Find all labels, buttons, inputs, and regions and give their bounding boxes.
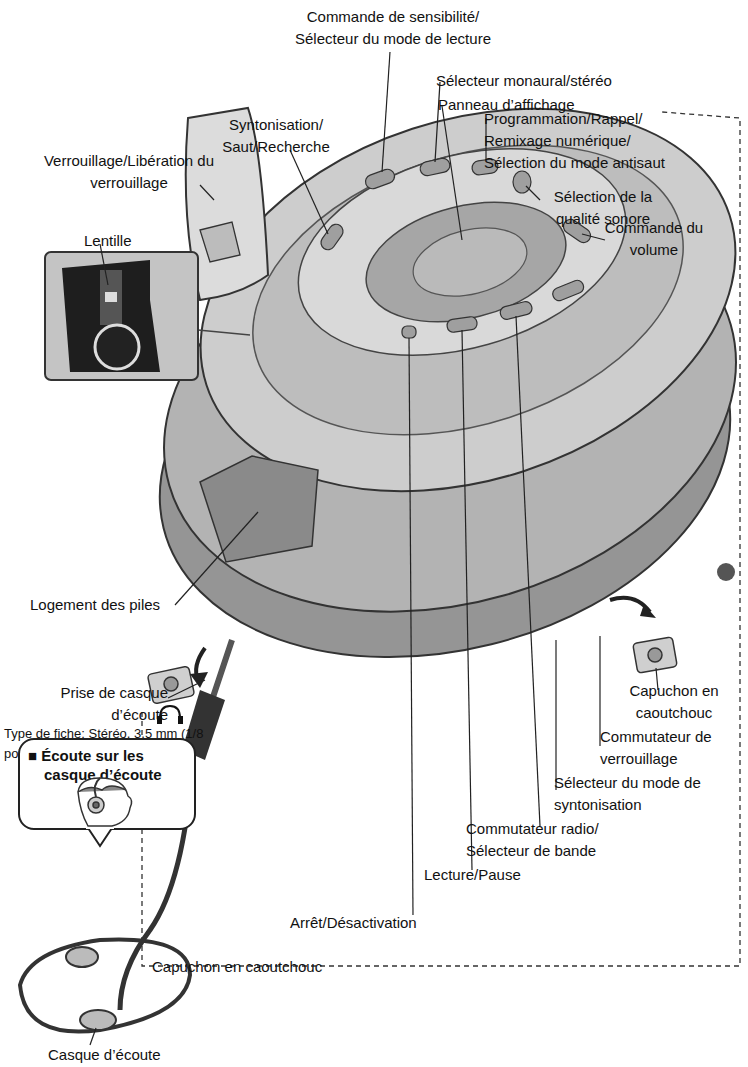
display-center <box>406 217 534 307</box>
lens <box>95 325 139 369</box>
part-label: Sélecteur du mode de syntonisation <box>554 772 744 816</box>
part-label: Syntonisation/ Saut/Recherche <box>214 114 338 158</box>
part-label: Capuchon en caoutchouc <box>152 956 352 978</box>
part-label: Programmation/Rappel/ Remixage numérique… <box>484 108 694 174</box>
part-label: Commutateur radio/ Sélecteur de bande <box>466 818 636 862</box>
bubble-text: ■ Écoute sur les casque d’écoute <box>20 740 194 784</box>
speech-bubble: ■ Écoute sur les casque d’écoute <box>18 738 196 830</box>
lock-grip <box>200 222 240 262</box>
part-label: Logement des piles <box>30 594 190 616</box>
part-label: Commande de sensibilité/ Sélecteur du mo… <box>290 6 496 50</box>
bubble-tail <box>88 828 112 846</box>
earpiece <box>80 1010 116 1030</box>
part-label: Lentille <box>84 230 164 252</box>
part-label: Commande du volume <box>604 217 704 261</box>
headband <box>20 939 190 1031</box>
display-panel <box>353 183 578 341</box>
buttons <box>318 157 593 338</box>
part-label: Sélecteur monaural/stéréo <box>436 70 626 92</box>
rubber-caps <box>147 637 677 704</box>
lens-inset <box>45 252 198 380</box>
part-label: Prise de casque d’écoute <box>24 682 168 726</box>
part-label: Lecture/Pause <box>424 864 564 886</box>
part-label: Capuchon en caoutchouc <box>606 680 742 724</box>
part-label: Verrouillage/Libération du verrouillage <box>28 150 230 194</box>
dot <box>717 563 735 581</box>
battery-compartment <box>200 456 318 562</box>
lens-mechanism <box>62 260 160 372</box>
part-label: Commutateur de verrouillage <box>600 726 740 770</box>
part-label: Casque d’écoute <box>48 1044 208 1066</box>
part-label: Arrêt/Désactivation <box>290 912 460 934</box>
